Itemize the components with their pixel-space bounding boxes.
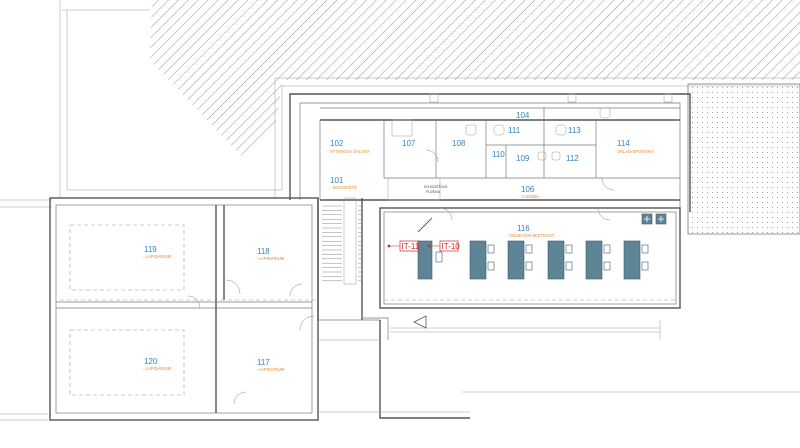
it-tag-10[interactable]: IT-10 [427,240,461,252]
room-120-number: 120 [144,357,158,366]
staircase [322,119,441,285]
room-108-number: 108 [452,139,466,148]
desk-4 [585,240,603,280]
room-117-number: 117 [257,358,270,367]
room-108: 108 [452,139,466,148]
room-113-number: 113 [568,126,581,135]
classroom-furniture [417,213,667,280]
room-102-number: 102 [330,139,344,148]
room-101-label: - SCHODIŠTĚ [330,185,357,190]
room-106: 106 - CHODBA [519,185,540,199]
dashed-outlines [60,224,676,396]
room-116-label: - ODUKAČNÍ MÍSTNOST [507,233,555,238]
room-117: 117 - LAPIDÁRIUM [256,358,285,372]
room-111: 111 [508,126,521,135]
projector-line [417,217,433,233]
cabinet-crosses [644,216,664,222]
room-119-label: - LAPIDÁRIUM [143,254,172,259]
room-104-number: 104 [516,111,530,120]
room-119: 119 - LAPIDÁRIUM [143,245,172,259]
room-109: 109 [516,154,530,163]
room-107-number: 107 [402,139,416,148]
room-106-label: - CHODBA [519,194,540,199]
room-110: 110 [492,150,505,159]
room-101-number: 101 [330,176,344,185]
hatched-terrain-right [687,83,800,235]
stair-platform-label-line1: SCHODIŠŤOVÁ [424,184,448,189]
room-107: 107 [402,139,416,148]
room-110-number: 110 [492,150,505,159]
desk-3 [547,240,565,280]
room-116: 116 - ODUKAČNÍ MÍSTNOST [507,224,555,238]
building-walls [49,93,800,421]
room-112-number: 112 [566,154,579,163]
chairs [435,244,649,271]
room-118: 118 - LAPIDÁRIUM [256,247,285,261]
sanitary-fixtures [429,93,673,161]
stair-platform-label-line2: PLOŠINA [426,189,441,194]
room-106-number: 106 [521,185,535,194]
room-116-number: 116 [517,224,530,233]
room-118-label: - LAPIDÁRIUM [256,256,285,261]
desk-5 [623,240,641,280]
entry-arrow-icon [413,315,427,329]
it-tag-11-label: IT-11 [402,242,420,251]
it-tag-11[interactable]: IT-11 [387,240,420,252]
room-119-number: 119 [144,245,157,254]
it-tag-10-label: IT-10 [442,242,461,251]
room-120: 120 - LAPIDÁRIUM [143,357,172,371]
desk-1 [469,240,487,280]
room-104: 104 [516,111,530,120]
doors [187,149,615,405]
room-118-number: 118 [257,247,270,256]
room-111-number: 111 [508,126,521,135]
hatched-terrain [150,0,800,160]
room-114-number: 114 [617,139,630,148]
room-109-number: 109 [516,154,530,163]
room-114-label: - SKLAD/SPISOVNA [615,149,654,154]
room-112: 112 [566,154,579,163]
teacher-desk [417,240,433,280]
room-120-label: - LAPIDÁRIUM [143,366,172,371]
desk-2 [507,240,525,280]
room-114: 114 - SKLAD/SPISOVNA [615,139,654,154]
room-113: 113 [568,126,581,135]
room-117-label: - LAPIDÁRIUM [256,367,285,372]
room-102: 102 - VÝTAHOVÁ ŠACHTA [327,139,370,154]
room-101: 101 - SCHODIŠTĚ [330,176,357,190]
room-102-label: - VÝTAHOVÁ ŠACHTA [327,149,370,154]
